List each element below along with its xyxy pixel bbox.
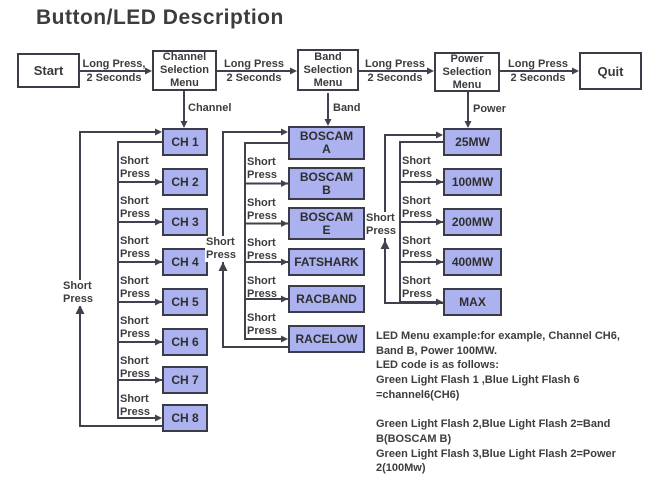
short-press-label: Short Press xyxy=(120,393,150,418)
led-notes-line: =channel6(CH6) xyxy=(376,388,460,401)
channel-box-ch-1: CH 1 xyxy=(162,128,208,156)
led-notes-line: Green Light Flash 1 ,Blue Light Flash 6 xyxy=(376,374,580,387)
short-press-label: Short Press xyxy=(247,196,277,222)
band-box-racelow: RACELOW xyxy=(288,325,365,353)
short-press-label: Short Press xyxy=(402,235,432,260)
power-edge-label: Power xyxy=(473,103,507,115)
long-press-label-start-channel: Long Press, 2 Seconds xyxy=(82,58,146,84)
channel-box-ch-8: CH 8 xyxy=(162,404,208,432)
channel-box-ch-2: CH 2 xyxy=(162,168,208,196)
channel-box-ch-6: CH 6 xyxy=(162,328,208,356)
power-box-100mw: 100MW xyxy=(443,168,502,196)
long-press-label-channel-band: Long Press 2 Seconds xyxy=(224,58,284,84)
led-notes-line: B(BOSCAM B) xyxy=(376,432,452,445)
led-notes-line: Green Light Flash 3,Blue Light Flash 2=P… xyxy=(376,447,616,460)
short-press-label: Short Press xyxy=(247,275,277,300)
channel-box-ch-5: CH 5 xyxy=(162,288,208,316)
band-box-fatshark: FATSHARK xyxy=(288,248,365,276)
short-press-label: Short Press xyxy=(120,275,150,300)
short-press-label: Short Press xyxy=(402,155,432,180)
channel-loop-short-press-label: Short Press xyxy=(62,280,94,306)
led-notes-line xyxy=(376,402,668,417)
short-press-label: Short Press xyxy=(247,236,277,262)
short-press-label: Short Press xyxy=(247,312,277,337)
power-box-max: MAX xyxy=(443,288,502,316)
led-notes-line: LED Menu example:for example, Channel CH… xyxy=(376,330,620,342)
band-box-boscam-b: BOSCAM B xyxy=(288,167,365,200)
long-press-label-band-power: Long Press 2 Seconds xyxy=(365,58,425,84)
power-box-400mw: 400MW xyxy=(443,248,502,276)
led-notes: LED Menu example:for example, Channel CH… xyxy=(376,329,668,476)
short-press-label: Short Press xyxy=(120,155,150,180)
long-press-label-power-quit: Long Press 2 Seconds xyxy=(508,58,568,84)
band-box-boscam-e: BOSCAM E xyxy=(288,207,365,240)
short-press-label: Short Press xyxy=(402,275,432,300)
short-press-label: Short Press xyxy=(402,195,432,220)
power-box-25mw: 25MW xyxy=(443,128,502,156)
quit-box: Quit xyxy=(579,52,642,90)
start-box: Start xyxy=(17,53,80,88)
short-press-label: Short Press xyxy=(120,235,150,260)
band-box-boscam-a: BOSCAM A xyxy=(288,126,365,160)
led-notes-line: Green Light Flash 2,Blue Light Flash 2=B… xyxy=(376,418,611,431)
short-press-label: Short Press xyxy=(120,315,150,340)
short-press-label: Short Press xyxy=(120,355,150,380)
band-loop-short-press-label: Short Press xyxy=(205,236,237,262)
power-selection-menu-box: Power Selection Menu xyxy=(434,52,500,92)
channel-selection-menu-box: Channel Selection Menu xyxy=(152,50,217,91)
channel-box-ch-3: CH 3 xyxy=(162,208,208,236)
band-box-racband: RACBAND xyxy=(288,285,365,313)
led-notes-line: 2(100Mw) xyxy=(376,462,426,475)
channel-box-ch-4: CH 4 xyxy=(162,248,208,276)
power-loop-short-press-label: Short Press xyxy=(365,212,397,238)
short-press-label: Short Press xyxy=(120,195,150,220)
channel-edge-label: Channel xyxy=(188,102,232,114)
band-edge-label: Band xyxy=(333,102,361,114)
band-selection-menu-box: Band Selection Menu xyxy=(297,49,359,91)
led-notes-line: Band B, Power 100MW. xyxy=(376,344,498,357)
led-notes-line: LED code is as follows: xyxy=(376,359,499,372)
channel-box-ch-7: CH 7 xyxy=(162,366,208,394)
short-press-label: Short Press xyxy=(247,156,277,181)
diagram-title: Button/LED Description xyxy=(36,6,284,29)
power-box-200mw: 200MW xyxy=(443,208,502,236)
